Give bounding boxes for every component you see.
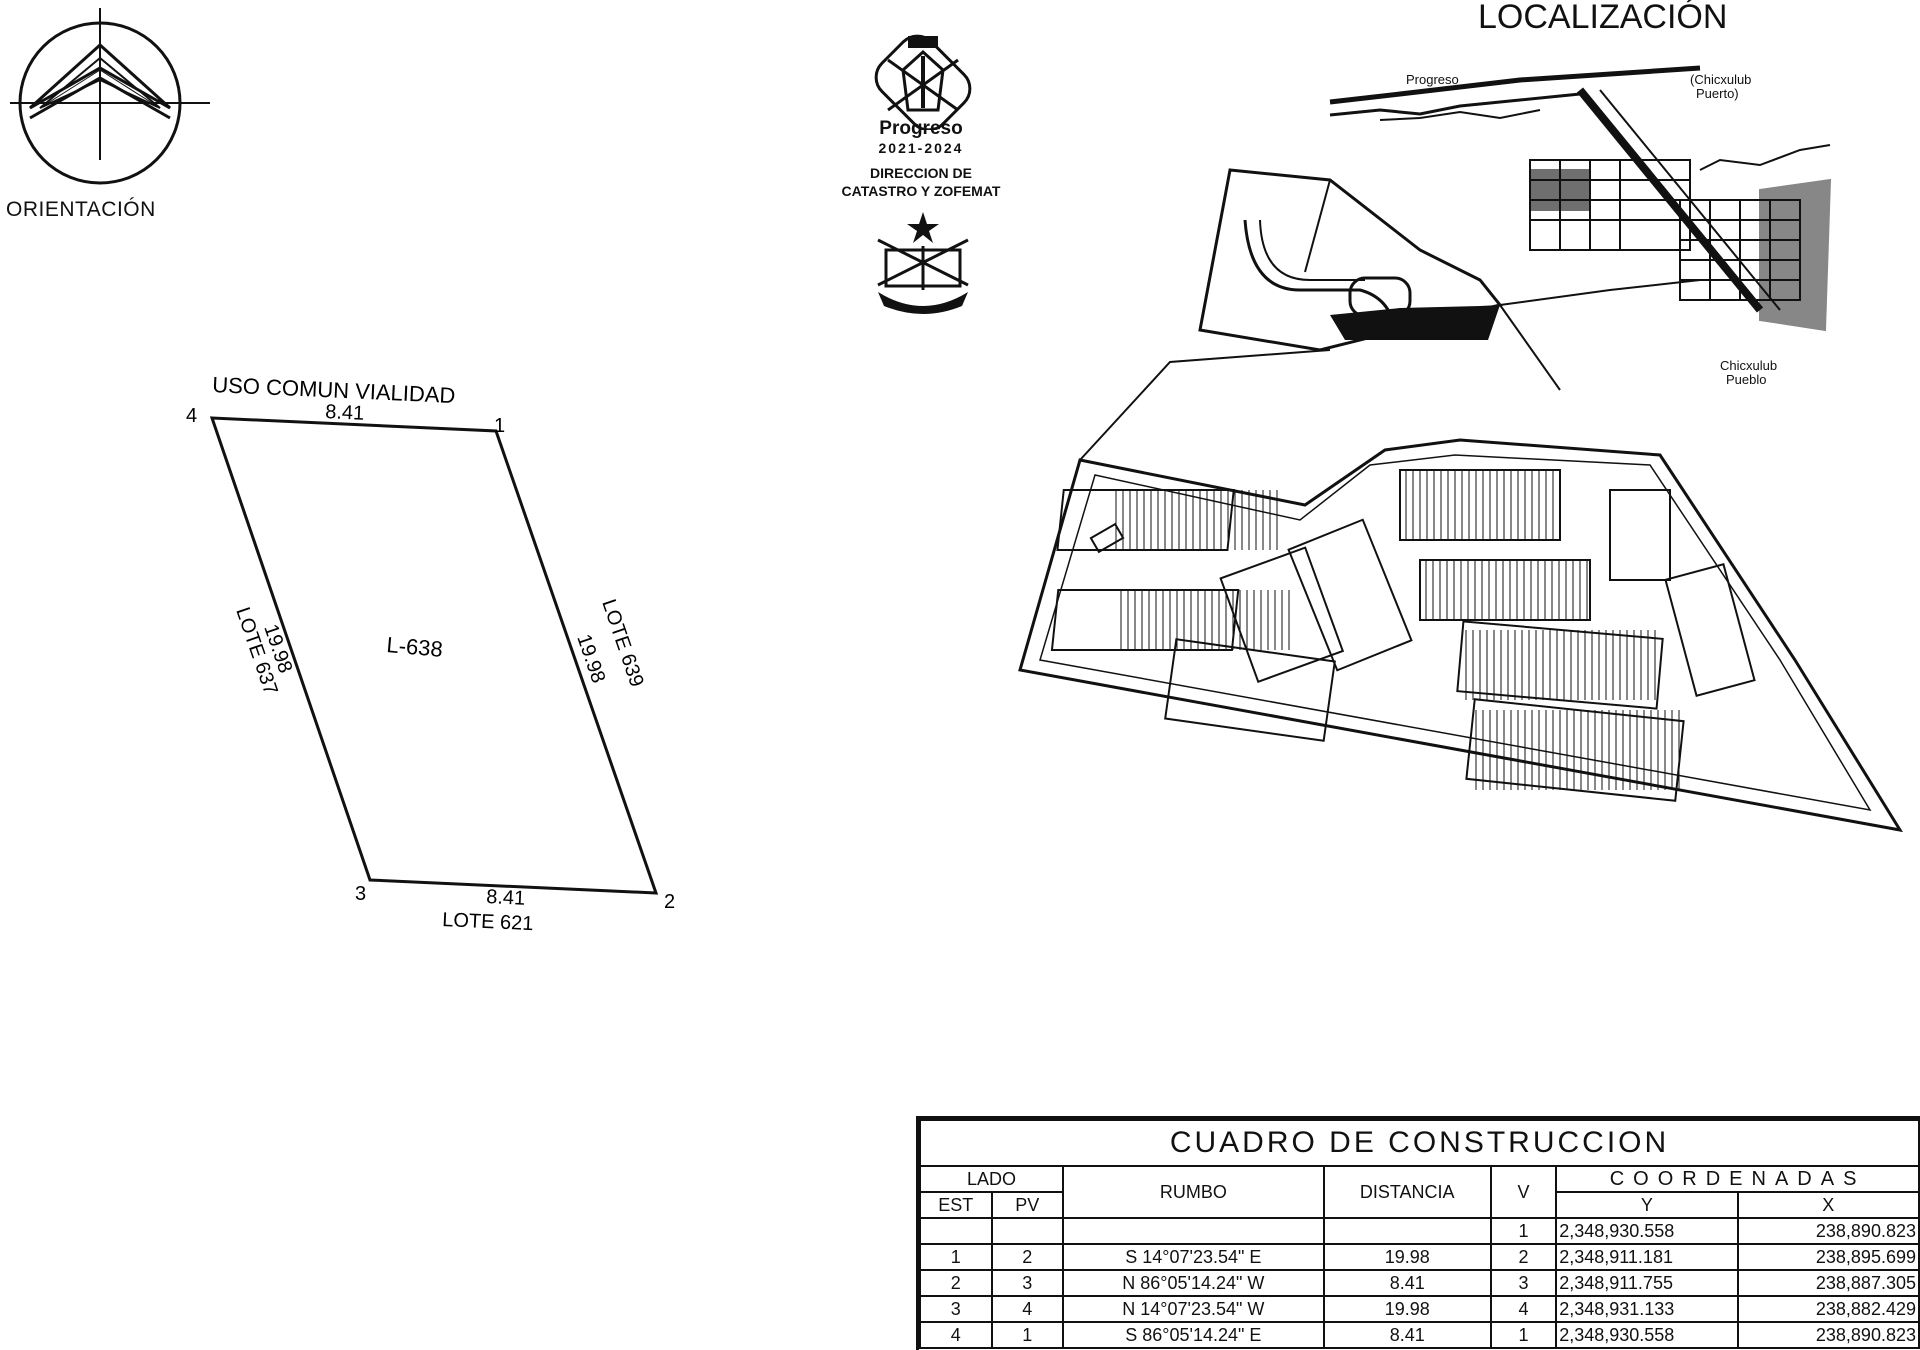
bottom-boundary-label: LOTE 621 — [442, 909, 534, 935]
table-row: 4 1 S 86°05'14.24" E 8.41 1 2,348,930.55… — [919, 1321, 1920, 1349]
cell-x: 238,895.699 — [1736, 1243, 1920, 1271]
lot-plan: USO COMUN VIALIDAD 8.41 8.41 LOTE 621 L-… — [186, 372, 675, 935]
table-row: 3 4 N 14°07'23.54" W 19.98 4 2,348,931.1… — [919, 1295, 1920, 1323]
north-arrow-icon — [10, 8, 210, 185]
orientation-label: ORIENTACIÓN — [6, 198, 156, 221]
cell-x: 238,882.429 — [1736, 1295, 1920, 1323]
header-v: V — [1489, 1165, 1558, 1219]
vertex-label-2: 2 — [664, 891, 675, 913]
cell-y: 2,348,911.755 — [1555, 1269, 1739, 1297]
top-length-label: 8.41 — [325, 401, 365, 425]
cell-pv: 4 — [990, 1295, 1065, 1323]
vertex-label-1: 1 — [494, 415, 505, 437]
vertex-label-4: 4 — [186, 405, 197, 427]
location-map-title: LOCALIZACIÓN — [1478, 0, 1728, 36]
department-line-2: CATASTRO Y ZOFEMAT — [841, 183, 1001, 199]
table-title: CUADRO DE CONSTRUCCION — [919, 1119, 1920, 1167]
cell-rumbo: N 86°05'14.24" W — [1062, 1269, 1325, 1297]
header-lado: LADO — [918, 1165, 1065, 1193]
header-coordenadas: COORDENADAS — [1555, 1165, 1920, 1193]
logo-title: Progreso — [879, 118, 963, 139]
cell-rumbo: S 14°07'23.54" E — [1062, 1243, 1325, 1271]
cell-rumbo: S 86°05'14.24" E — [1062, 1321, 1325, 1349]
cell-distancia: 19.98 — [1322, 1295, 1492, 1323]
cell-v: 2 — [1489, 1243, 1558, 1271]
header-distancia: DISTANCIA — [1322, 1165, 1492, 1219]
logo-years: 2021-2024 — [878, 140, 964, 156]
cell-y: 2,348,930.558 — [1555, 1217, 1739, 1245]
cell-y: 2,348,930.558 — [1555, 1321, 1739, 1349]
header-est: EST — [919, 1191, 993, 1219]
table-row: 1 2,348,930.558 238,890.823 — [919, 1217, 1920, 1245]
cell-est: 3 — [919, 1295, 993, 1323]
catastro-emblem-icon — [877, 212, 969, 314]
cell-x: 238,890.823 — [1736, 1321, 1920, 1349]
lot-id-label: L-638 — [386, 632, 444, 662]
header-x: X — [1736, 1191, 1920, 1219]
table-row: 2 3 N 86°05'14.24" W 8.41 3 2,348,911.75… — [919, 1269, 1920, 1297]
cell-pv: 3 — [990, 1269, 1065, 1297]
place-label-chicxulub-puerto-2: Puerto) — [1696, 86, 1739, 101]
cell-v: 3 — [1489, 1269, 1558, 1297]
bottom-length-label: 8.41 — [486, 886, 526, 910]
location-map — [1018, 65, 1904, 833]
cell-v: 1 — [1489, 1217, 1558, 1245]
cell-est: 1 — [919, 1243, 993, 1271]
lot-polygon — [209, 416, 659, 895]
cell-est: 4 — [919, 1321, 993, 1349]
vertex-label-3: 3 — [355, 883, 366, 905]
right-length-label: 19.98 — [572, 631, 609, 685]
cell-rumbo: N 14°07'23.54" W — [1062, 1295, 1325, 1323]
department-line-1: DIRECCION DE — [870, 165, 972, 181]
table-row: 1 2 S 14°07'23.54" E 19.98 2 2,348,911.1… — [919, 1243, 1920, 1271]
place-label-chicxulub-pueblo-1: Chicxulub — [1720, 358, 1778, 373]
place-label-chicxulub-puerto-1: (Chicxulub — [1690, 72, 1752, 87]
cell-pv: 2 — [990, 1243, 1065, 1271]
cell-distancia: 8.41 — [1322, 1269, 1492, 1297]
construction-table: CUADRO DE CONSTRUCCION LADO RUMBO DISTAN… — [916, 1116, 1920, 1350]
header-pv: PV — [990, 1191, 1065, 1219]
cell-y: 2,348,931.133 — [1555, 1295, 1739, 1323]
cell-y: 2,348,911.181 — [1555, 1243, 1739, 1271]
header-y: Y — [1555, 1191, 1739, 1219]
header-rumbo: RUMBO — [1062, 1165, 1325, 1219]
cell-x: 238,890.823 — [1736, 1217, 1920, 1245]
cell-distancia: 19.98 — [1322, 1243, 1492, 1271]
cell-x: 238,887.305 — [1736, 1269, 1920, 1297]
cell-v: 4 — [1489, 1295, 1558, 1323]
cell-distancia: 8.41 — [1322, 1321, 1492, 1349]
place-label-progreso: Progreso — [1406, 72, 1459, 87]
cell-pv: 1 — [990, 1321, 1065, 1349]
municipal-crest-icon — [874, 34, 972, 130]
cell-est: 2 — [919, 1269, 993, 1297]
place-label-chicxulub-pueblo-2: Pueblo — [1726, 372, 1767, 387]
cell-v: 1 — [1489, 1321, 1558, 1349]
